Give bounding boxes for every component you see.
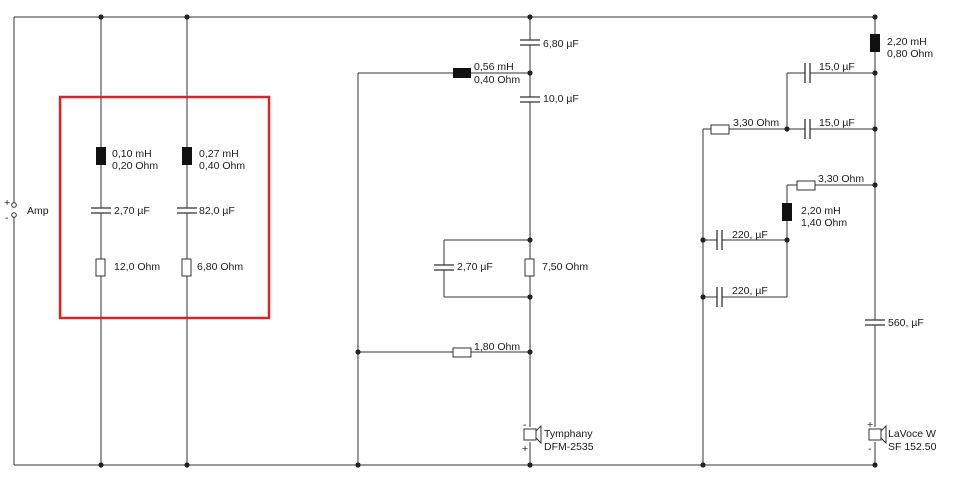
resistor-r1 — [95, 258, 106, 277]
tweeter-section: 6,80 µF 0,56 mH 0,40 Ohm 10,0 µF 2,70 µF… — [434, 38, 594, 455]
woofer-driver-name: LaVoce W — [888, 428, 936, 440]
l1-inductance-label: 0,10 mH — [112, 148, 152, 160]
resistor-bottom-label: 1,80 Ohm — [474, 341, 520, 353]
amp-input: + - Amp — [4, 197, 49, 224]
inductor-series-resistance-label: 0,40 Ohm — [474, 74, 520, 86]
l2-inductance-label: 0,27 mH — [199, 148, 239, 160]
inductor-top-inductance-label: 2,20 mH — [887, 36, 927, 48]
capacitor-bottom-label: 560, µF — [888, 317, 924, 329]
resistor-right — [796, 180, 816, 191]
woofer-section: 2,20 mH 0,80 Ohm 15,0 µF 3,30 Ohm 15,0 µ… — [710, 34, 937, 455]
inductor-series — [453, 68, 471, 78]
inductor-l1 — [96, 147, 106, 165]
woofer-minus: - — [868, 443, 872, 455]
resistor-right-label: 3,30 Ohm — [818, 173, 864, 185]
c1-label: 2,70 µF — [114, 205, 150, 217]
woofer-plus: + — [867, 419, 873, 431]
capacitor-low-2-label: 220, µF — [732, 285, 768, 297]
capacitor-upper-1-label: 15,0 µF — [819, 61, 855, 73]
r1-label: 12,0 Ohm — [114, 261, 160, 273]
tweeter-driver-name: Tymphany — [544, 428, 593, 440]
minus-terminal — [11, 212, 17, 218]
zobel-branch-2: 0,27 mH 0,40 Ohm 82,0 µF 6,80 Ohm — [177, 147, 245, 277]
inductor-mid-resistance-label: 1,40 Ohm — [801, 217, 847, 229]
inductor-l2 — [182, 147, 192, 165]
tweeter-driver-model: DFM-2535 — [544, 441, 594, 453]
junction-nodes — [98, 14, 878, 468]
resistor-r2 — [181, 258, 192, 277]
resistor-left — [710, 124, 730, 135]
capacitor-mid-label: 10,0 µF — [543, 93, 579, 105]
resistor-parallel — [524, 258, 535, 277]
wires — [13, 16, 876, 466]
capacitor-parallel-label: 2,70 µF — [457, 261, 493, 273]
woofer-driver-cone — [880, 424, 887, 445]
resistor-bottom — [452, 347, 472, 358]
tweeter-plus: + — [522, 443, 528, 455]
l1-resistance-label: 0,20 Ohm — [112, 160, 158, 172]
zobel-branch-1: 0,10 mH 0,20 Ohm 2,70 µF 12,0 Ohm — [91, 147, 160, 277]
minus-sign: - — [5, 212, 9, 224]
inductor-top — [870, 34, 880, 52]
resistor-parallel-label: 7,50 Ohm — [542, 261, 588, 273]
r2-label: 6,80 Ohm — [197, 261, 243, 273]
tweeter-driver: - + Tymphany DFM-2535 — [522, 419, 594, 455]
capacitor-upper-2-label: 15,0 µF — [819, 117, 855, 129]
tweeter-minus: - — [523, 419, 527, 431]
woofer-driver-body — [868, 428, 882, 441]
inductor-series-inductance-label: 0,56 mH — [474, 61, 514, 73]
capacitor-top-label: 6,80 µF — [543, 38, 579, 50]
amp-label: Amp — [27, 205, 49, 217]
inductor-mid-inductance-label: 2,20 mH — [801, 205, 841, 217]
tweeter-driver-body — [523, 428, 537, 441]
inductor-mid — [782, 203, 792, 221]
capacitor-low-1-label: 220, µF — [732, 229, 768, 241]
resistor-left-label: 3,30 Ohm — [733, 117, 779, 129]
woofer-driver: + - LaVoce W SF 152.50 — [867, 419, 937, 455]
inductor-top-resistance-label: 0,80 Ohm — [887, 48, 933, 60]
woofer-driver-model: SF 152.50 — [888, 441, 937, 453]
tweeter-driver-cone — [535, 424, 542, 445]
highlight-box — [58, 95, 271, 320]
l2-resistance-label: 0,40 Ohm — [199, 160, 245, 172]
plus-terminal — [11, 202, 17, 208]
plus-sign: + — [4, 197, 10, 209]
c2-label: 82,0 µF — [199, 205, 235, 217]
